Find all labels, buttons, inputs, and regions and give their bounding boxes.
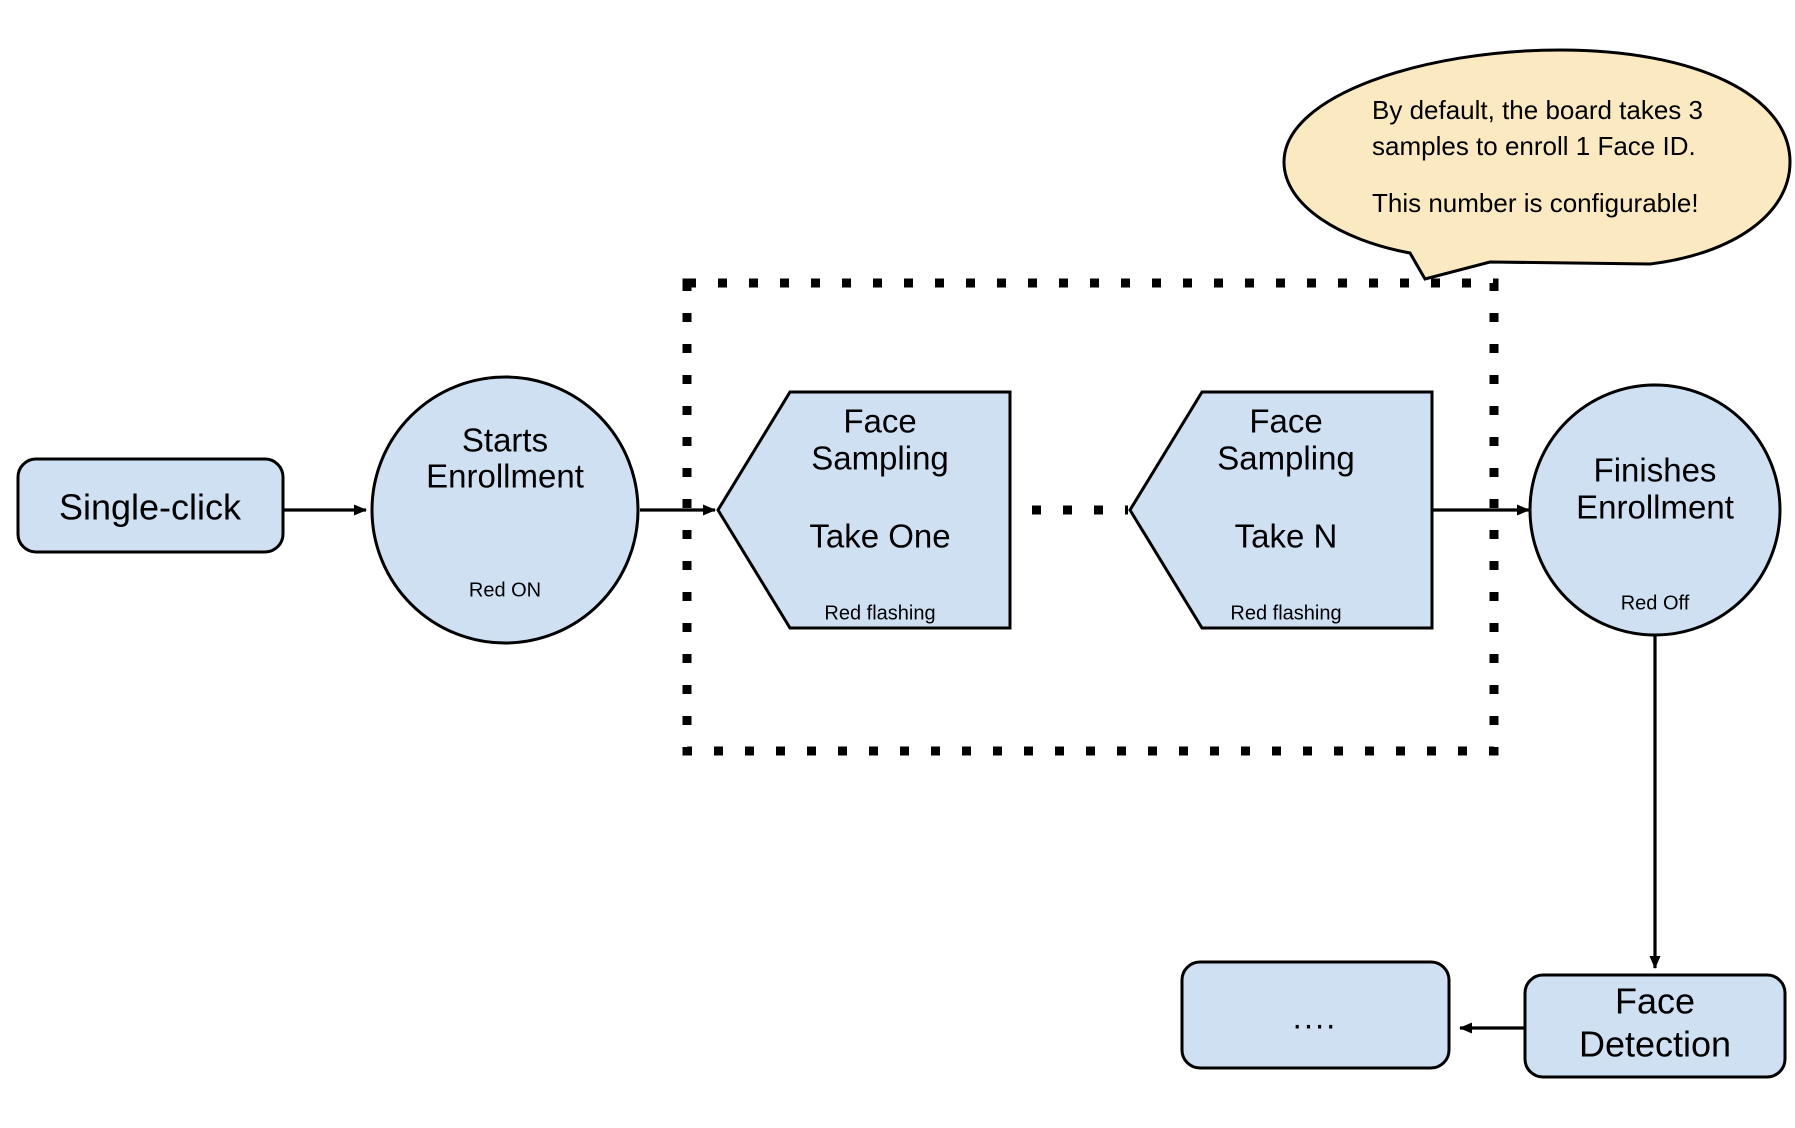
- node-face-sampling-n[interactable]: [1128, 390, 1434, 630]
- callout-line2: samples to enroll 1 Face ID.: [1372, 131, 1696, 161]
- face-sampling-n-line1: Face: [1249, 403, 1322, 440]
- node-face-sampling-one[interactable]: [716, 390, 1012, 630]
- finishes-enrollment-line1: Finishes: [1594, 452, 1717, 489]
- face-sampling-n-status: Red flashing: [1230, 602, 1341, 624]
- node-starts-enrollment[interactable]: [370, 375, 640, 645]
- face-sampling-n-line2: Sampling: [1217, 440, 1355, 477]
- face-sampling-one-line2: Sampling: [811, 440, 949, 477]
- finishes-enrollment-status: Red Off: [1621, 592, 1690, 614]
- finishes-enrollment-line2: Enrollment: [1576, 489, 1734, 526]
- starts-enrollment-status: Red ON: [469, 579, 541, 601]
- node-ellipsis-box[interactable]: [1180, 960, 1451, 1070]
- node-finishes-enrollment[interactable]: [1528, 383, 1782, 637]
- node-single-click[interactable]: [16, 457, 285, 554]
- callout-bubble: [1282, 48, 1792, 281]
- face-detection-line1: Face: [1615, 981, 1695, 1022]
- face-detection-line2: Detection: [1579, 1024, 1731, 1065]
- face-sampling-one-take: Take One: [809, 518, 950, 555]
- face-sampling-one-line1: Face: [843, 403, 916, 440]
- ellipsis-box-label: ....: [1293, 999, 1338, 1036]
- sampling-group-dotted-box: [682, 278, 1499, 756]
- node-face-detection[interactable]: [1523, 973, 1787, 1079]
- face-sampling-n-take: Take N: [1235, 518, 1338, 555]
- callout-line4: This number is configurable!: [1372, 188, 1699, 218]
- face-sampling-one-status: Red flashing: [824, 602, 935, 624]
- callout-line1: By default, the board takes 3: [1372, 95, 1703, 125]
- starts-enrollment-line1: Starts: [462, 422, 548, 459]
- starts-enrollment-line2: Enrollment: [426, 458, 584, 495]
- single-click-label: Single-click: [59, 487, 242, 528]
